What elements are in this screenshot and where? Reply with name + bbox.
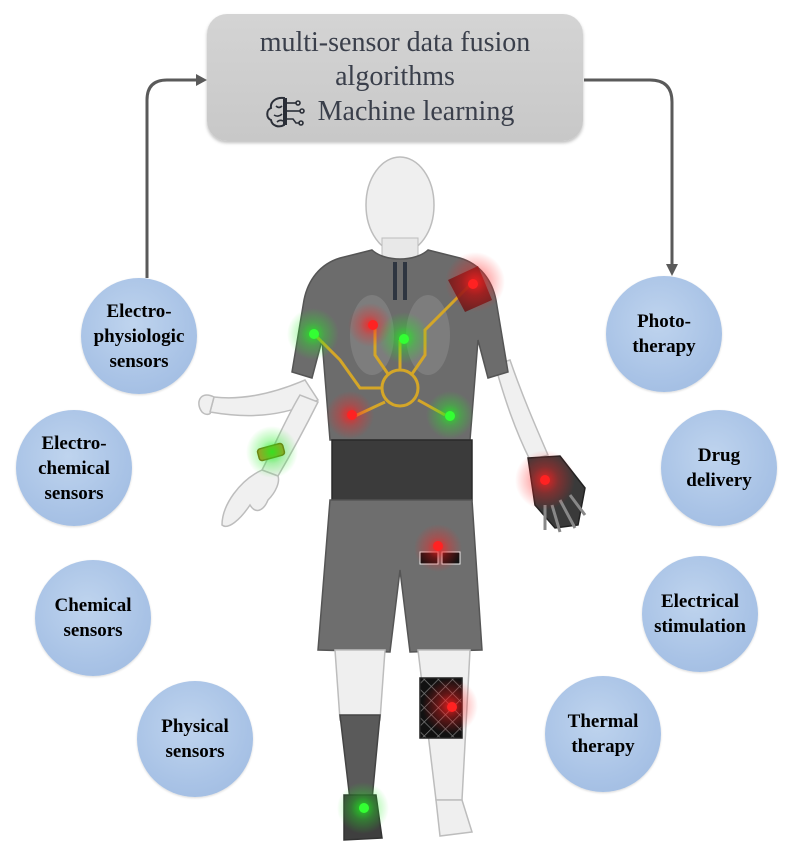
fusion-algorithm-box: multi-sensor data fusion algorithms Mach… <box>207 14 583 141</box>
fusion-title-line1: multi-sensor data fusion <box>259 27 531 58</box>
circle-label-line: Drug <box>697 445 741 466</box>
circle-label-line: Physical <box>161 716 229 737</box>
right-arm <box>494 359 550 461</box>
circle-label-line: therapy <box>632 336 696 357</box>
circle-label-line: stimulation <box>654 616 746 637</box>
electrical-stimulation-circle: Electrical stimulation <box>642 556 758 672</box>
thermal-therapy-circle: Thermal therapy <box>545 676 661 792</box>
right-foot <box>435 799 473 837</box>
circle-label-line: Electrical <box>660 591 740 612</box>
shorts <box>317 499 483 653</box>
fusion-title-line2: algorithms <box>335 61 455 92</box>
circle-label-line: chemical <box>38 457 110 479</box>
brain-circuit-icon <box>265 96 305 128</box>
sensor-dots <box>309 329 455 813</box>
circle-label-line: physiologic <box>93 325 185 347</box>
circle-label-line: Thermal <box>567 711 639 732</box>
trachea <box>393 262 407 300</box>
output-arrowhead <box>666 264 678 276</box>
input-arrow <box>145 78 200 278</box>
left-raised-hand <box>198 394 215 416</box>
electrochemical-sensors-circle: Electro- chemical sensors <box>16 410 132 526</box>
left-knee <box>334 649 386 721</box>
input-arrowhead <box>196 74 207 86</box>
physical-sensors-circle: Physical sensors <box>137 681 253 797</box>
chemical-sensors-circle: Chemical sensors <box>35 560 151 676</box>
waist-band <box>331 439 473 501</box>
circle-label-line: sensors <box>44 482 104 504</box>
circle-label-line: Photo- <box>637 311 691 332</box>
circle-label-line: delivery <box>686 470 752 491</box>
circle-label-line: Electro- <box>106 300 172 322</box>
left-open-hand <box>221 469 280 527</box>
output-arrow <box>584 78 674 268</box>
wrist-green-glow <box>246 426 298 478</box>
circle-label-line: Chemical <box>54 595 132 616</box>
phototherapy-circle: Photo- therapy <box>606 276 722 392</box>
circle-label-line: sensors <box>109 350 169 372</box>
circle-label-line: sensors <box>63 620 123 641</box>
circle-label-line: Electro- <box>41 432 107 454</box>
electrophysiologic-sensors-circle: Electro- physiologic sensors <box>81 278 197 394</box>
machine-learning-row: Machine learning <box>195 94 583 130</box>
actuator-dots <box>347 279 550 712</box>
circle-label-line: therapy <box>571 736 635 757</box>
machine-learning-label: Machine learning <box>317 96 515 127</box>
drug-delivery-circle: Drug delivery <box>661 410 777 526</box>
glove-fingers <box>543 494 587 533</box>
circle-label-line: sensors <box>165 741 225 762</box>
